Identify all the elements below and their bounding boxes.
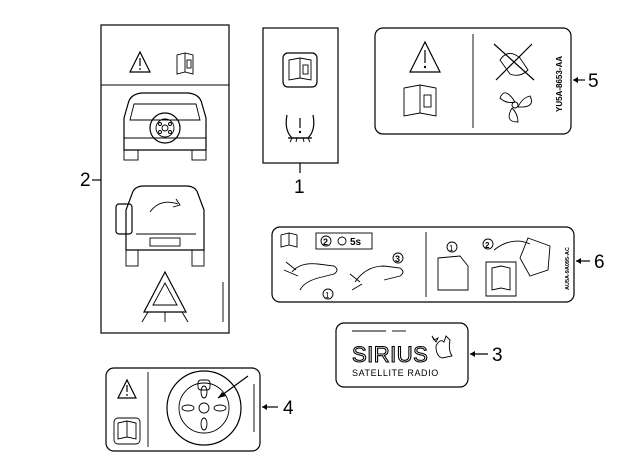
callout-2: 2	[80, 170, 101, 191]
callout-1: 1	[294, 163, 305, 198]
callout-5: 5	[573, 71, 599, 92]
callout-6: 6	[576, 252, 605, 273]
time-5s: 5s	[350, 237, 362, 248]
fan-icon	[499, 92, 532, 123]
part-number-5: YU5A-8653-AA	[555, 56, 564, 112]
label-5-panel: YU5A-8653-AA	[374, 27, 572, 135]
fuel-can-icon	[437, 237, 551, 297]
owner-manual-icon	[280, 232, 298, 248]
sirius-brand-text: SIRIUS	[352, 342, 428, 367]
owner-manual-icon	[176, 52, 194, 75]
tire-pressure-icon	[285, 114, 315, 143]
callout-3: 3	[470, 345, 503, 366]
step-2b: 2	[485, 241, 490, 250]
callout-number-3: 3	[492, 345, 503, 366]
warning-triangle-icon	[129, 50, 151, 73]
callout-number-5: 5	[588, 71, 599, 92]
sirius-dog-logo	[431, 335, 453, 359]
label-1-panel	[262, 27, 339, 164]
sirius-sub-text: SATELLITE RADIO	[352, 368, 439, 378]
owner-manual-icon	[282, 52, 318, 88]
step-1: 1	[325, 291, 330, 300]
warning-triangle-icon	[409, 40, 441, 73]
no-hand-fan-icon	[493, 43, 535, 81]
vehicle-rear-open-icon	[115, 185, 205, 267]
owner-manual-icon	[113, 417, 141, 445]
spare-tire-icon	[149, 112, 181, 144]
callout-number-4: 4	[283, 398, 294, 419]
owner-manual-icon	[403, 84, 437, 117]
callout-number-6: 6	[594, 252, 605, 273]
callout-number-1: 1	[294, 177, 305, 198]
label-3-panel: SIRIUS SATELLITE RADIO	[335, 322, 469, 388]
warning-triangle-icon	[117, 378, 137, 399]
vehicle-rear-icon	[123, 92, 207, 161]
step-1b: 1	[449, 244, 454, 253]
label-2-panel	[100, 24, 230, 334]
label-4-panel	[105, 367, 261, 452]
part-number-6: AU5A-9A095-AC	[565, 247, 571, 290]
callout-number-2: 2	[80, 170, 91, 191]
step-2: 2	[323, 237, 328, 247]
fuel-nozzle-icon	[283, 261, 404, 291]
label-6-panel: 2 5s 3 1 1 2 AU5A-9A095-AC	[271, 226, 575, 303]
spare-tire-icon	[166, 370, 249, 446]
warning-reflector-icon	[141, 270, 224, 323]
callout-4: 4	[262, 398, 294, 419]
step-3: 3	[395, 254, 400, 264]
